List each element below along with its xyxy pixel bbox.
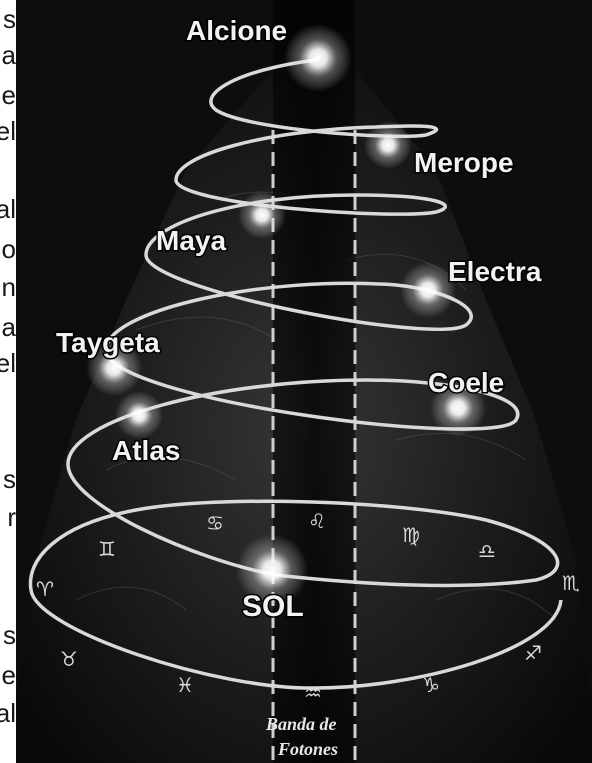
- virgo-sign: ♍: [402, 523, 420, 547]
- merope-star: [364, 121, 412, 169]
- text-fragment: al: [0, 196, 16, 222]
- coele-label: Coele: [428, 367, 504, 398]
- band-caption-line2: Fotones: [277, 739, 338, 759]
- cancer-sign: ♋: [206, 511, 224, 535]
- text-fragment: o: [2, 236, 16, 262]
- maya-label: Maya: [156, 225, 226, 256]
- clipped-text-column: s a e el al o n a el s r s e al: [0, 0, 16, 763]
- illustration-svg: Alcione Merope Maya Electra Taygeta Coel…: [16, 0, 592, 763]
- pisces-sign: ♓: [176, 673, 194, 697]
- text-fragment: e: [2, 662, 16, 688]
- text-fragment: al: [0, 700, 16, 726]
- libra-sign: ♎: [478, 539, 496, 563]
- gemini-sign: ♊: [98, 537, 116, 561]
- sagittarius-sign: ♐: [524, 641, 542, 665]
- aquarius-sign: ♒: [304, 681, 322, 705]
- text-fragment: s: [3, 6, 16, 32]
- sol-label: SOL: [242, 590, 304, 623]
- atlas-label: Atlas: [112, 435, 180, 466]
- pleiades-spiral-illustration: Alcione Merope Maya Electra Taygeta Coel…: [16, 0, 592, 763]
- capricorn-sign: ♑: [422, 673, 440, 697]
- aries-sign: ♈: [36, 577, 54, 601]
- text-fragment: s: [3, 466, 16, 492]
- atlas-star: [115, 391, 163, 439]
- scorpio-sign: ♏: [562, 571, 580, 595]
- merope-label: Merope: [414, 147, 514, 178]
- leo-sign: ♌: [308, 509, 326, 533]
- text-fragment: el: [0, 350, 16, 376]
- electra-label: Electra: [448, 256, 542, 287]
- text-fragment: n: [2, 274, 16, 300]
- text-fragment: el: [0, 118, 16, 144]
- text-fragment: a: [2, 314, 16, 340]
- taygeta-label: Taygeta: [56, 327, 160, 358]
- band-caption-line1: Banda de: [265, 714, 337, 734]
- alcione-label: Alcione: [186, 15, 287, 46]
- text-fragment: s: [3, 622, 16, 648]
- taurus-sign: ♉: [60, 647, 78, 671]
- text-fragment: r: [7, 504, 16, 530]
- text-fragment: e: [2, 82, 16, 108]
- text-fragment: a: [2, 42, 16, 68]
- maya-star: [238, 191, 286, 239]
- alcione-star: [284, 24, 352, 92]
